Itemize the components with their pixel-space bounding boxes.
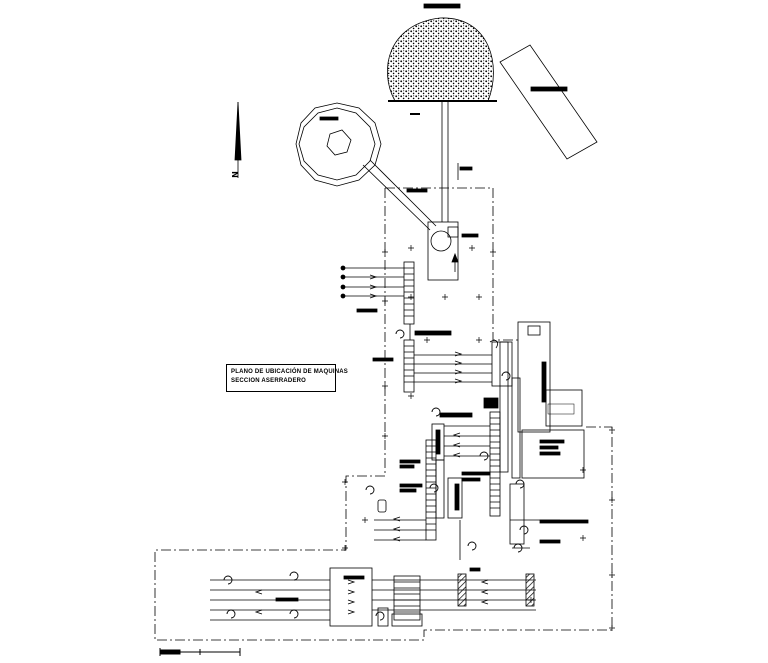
- edger-section: [399, 341, 521, 517]
- log-conveyor: [410, 101, 449, 222]
- infeed-conveyor: [340, 261, 415, 340]
- plan-title-line1: PLANO DE UBICACIÓN DE MAQUINAS: [231, 369, 349, 375]
- log-pile: [387, 3, 497, 102]
- headrig: [372, 330, 513, 393]
- water-tank: [295, 102, 437, 231]
- plan-title-line2: SECCION ASERRADERO: [231, 378, 307, 384]
- plan-title-box: PLANO DE UBICACIÓN DE MAQUINAS SECCION A…: [226, 364, 349, 392]
- column-grid: [342, 245, 615, 631]
- north-arrow-icon: [234, 101, 242, 178]
- machine-house: [517, 321, 585, 479]
- valve-symbols: [223, 329, 529, 621]
- trimmer-section: [374, 439, 589, 560]
- stockpile-rectangle: [499, 44, 598, 160]
- sorting-table: [210, 567, 536, 627]
- north-label: N: [230, 171, 240, 178]
- scale-bar: [159, 648, 241, 656]
- building-outline: [154, 187, 613, 641]
- debarker: [427, 163, 479, 281]
